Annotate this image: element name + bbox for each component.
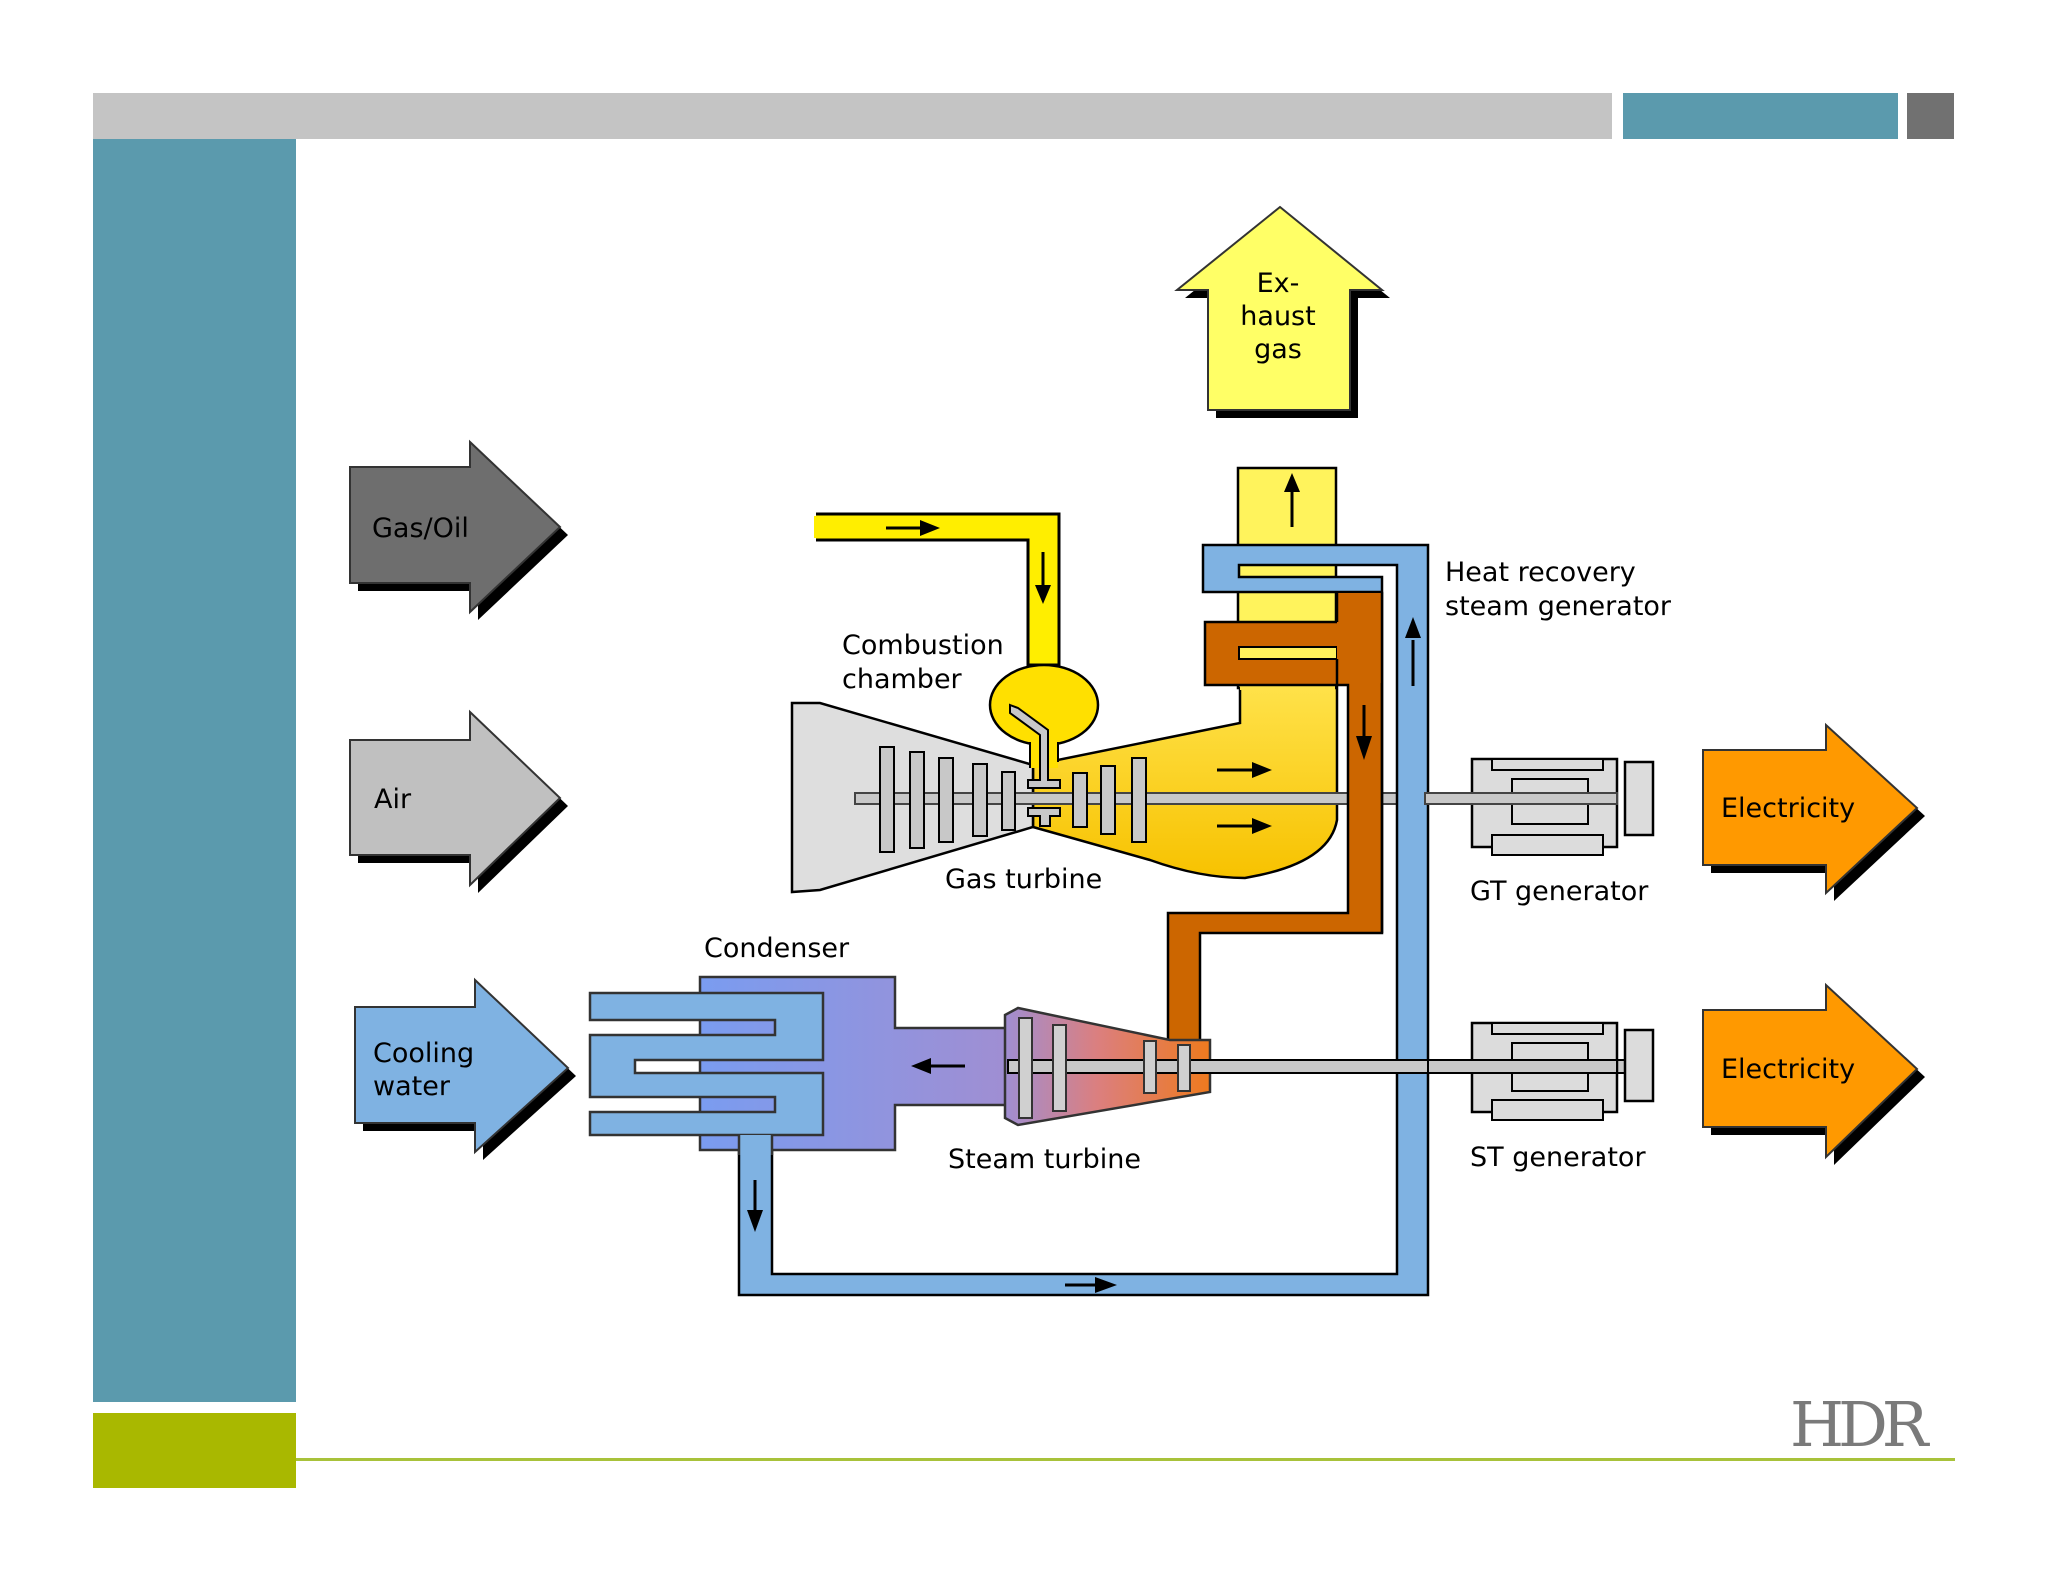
cooling-water-label-line2: water [373,1071,451,1102]
gt-generator [1424,757,1655,856]
compressor-blade [972,763,988,837]
st-blade [1018,1017,1033,1119]
gas-oil-arrow: Gas/Oil [349,439,568,620]
air-arrow-shape [349,709,562,888]
electricity-st-arrow-shape [1702,982,1919,1160]
condenser-flow-arrow-left-icon [911,1058,931,1074]
cooling-water-arrow-shape [354,977,570,1155]
gas-turbine [790,663,1426,894]
hrsg-water-coil [737,543,1430,1297]
hrsg-steam-slot [1238,646,1338,660]
steam-turbine-label: Steam turbine [948,1144,1141,1175]
combustion-chamber-label-line1: Combustion [842,630,1004,661]
turbine-blade [1131,757,1147,843]
gas-oil-arrow-shape [349,439,562,615]
air-label: Air [374,784,412,815]
burner-nozzle [1009,703,1061,789]
electricity-arrow-gt: Electricity [1702,722,1925,901]
fuel-flow-arrow-right-icon [920,520,940,536]
turbine-blade [1100,765,1116,835]
condenser-outlet-pipe [739,1135,772,1155]
hdr-logo: HDR [1790,1388,1931,1461]
st-generator-label: ST generator [1470,1142,1646,1173]
footer-line [296,1458,1955,1461]
compressor-blade [938,757,954,843]
gt-generator-label: GT generator [1470,876,1649,907]
condenser-label: Condenser [704,933,850,964]
st-generator-end-cap [1623,1028,1655,1103]
st-blade [1177,1044,1191,1092]
footer-green-block [93,1413,296,1488]
header-accent-dark [1907,93,1954,139]
st-blade [1052,1024,1067,1112]
water-arrow-up-icon [1405,617,1421,638]
exhaust-label-line1: Ex- [1257,268,1300,299]
hrsg-steam-riser [1337,593,1381,683]
compressor-blade [1001,771,1016,831]
gt-generator-bottom-bar [1491,834,1604,856]
cooling-water-label-line1: Cooling [373,1038,474,1069]
electricity-arrow-st: Electricity [1702,982,1925,1165]
gas-oil-label: Gas/Oil [372,513,469,544]
turbine-blades [1072,757,1147,843]
gt-generator-shaft [1424,792,1618,805]
electricity-st-label: Electricity [1721,1054,1855,1085]
exhaust-arrow-shape [1174,205,1385,411]
turbine-blade [1072,772,1088,828]
gt-flow-arrow-upper-icon [1252,762,1272,778]
burner-lower [1027,807,1061,827]
st-blades [1018,1017,1191,1119]
gt-generator-top-bar [1491,758,1604,771]
sidebar-teal [93,139,296,1402]
water-arrow-right-icon [1095,1277,1117,1293]
st-generator-bottom-bar [1491,1099,1604,1121]
st-blade [1143,1040,1157,1094]
electricity-gt-arrow-shape [1702,722,1919,896]
cooling-water-arrow: Cooling water [354,977,576,1160]
header-bar [93,93,1612,139]
electricity-gt-label: Electricity [1721,793,1855,824]
compressor-blade [909,751,925,849]
steam-arrow-down-icon [1356,736,1372,760]
exhaust-gas-arrow: Ex- haust gas [1174,205,1390,418]
st-generator-shaft [1427,1059,1618,1074]
st-generator [1427,1021,1655,1121]
stack-arrow-up-icon [1284,473,1300,492]
compressor-blades [879,746,1016,853]
header-accent-teal [1623,93,1898,139]
gt-generator-end-cap [1623,760,1655,837]
combustion-chamber-label-line2: chamber [842,664,963,695]
exhaust-label-line3: gas [1254,334,1302,365]
compressor-blade [879,746,895,853]
hrsg-label-line1: Heat recovery [1445,557,1636,588]
hrsg [737,466,1430,1297]
condenser-cooling-coil [588,991,825,1137]
fuel-pipe-open-end [814,516,818,538]
gas-turbine-label: Gas turbine [945,864,1102,895]
hrsg-label-line2: steam generator [1445,591,1672,622]
condenser [588,975,1012,1155]
header-bar-group [93,93,1954,139]
air-arrow: Air [349,709,568,893]
st-generator-top-bar [1491,1022,1604,1035]
fuel-flow-arrow-down-icon [1035,585,1051,604]
water-arrow-down-icon [747,1210,763,1232]
gt-flow-arrow-lower-icon [1252,818,1272,834]
exhaust-label-line2: haust [1240,301,1315,332]
